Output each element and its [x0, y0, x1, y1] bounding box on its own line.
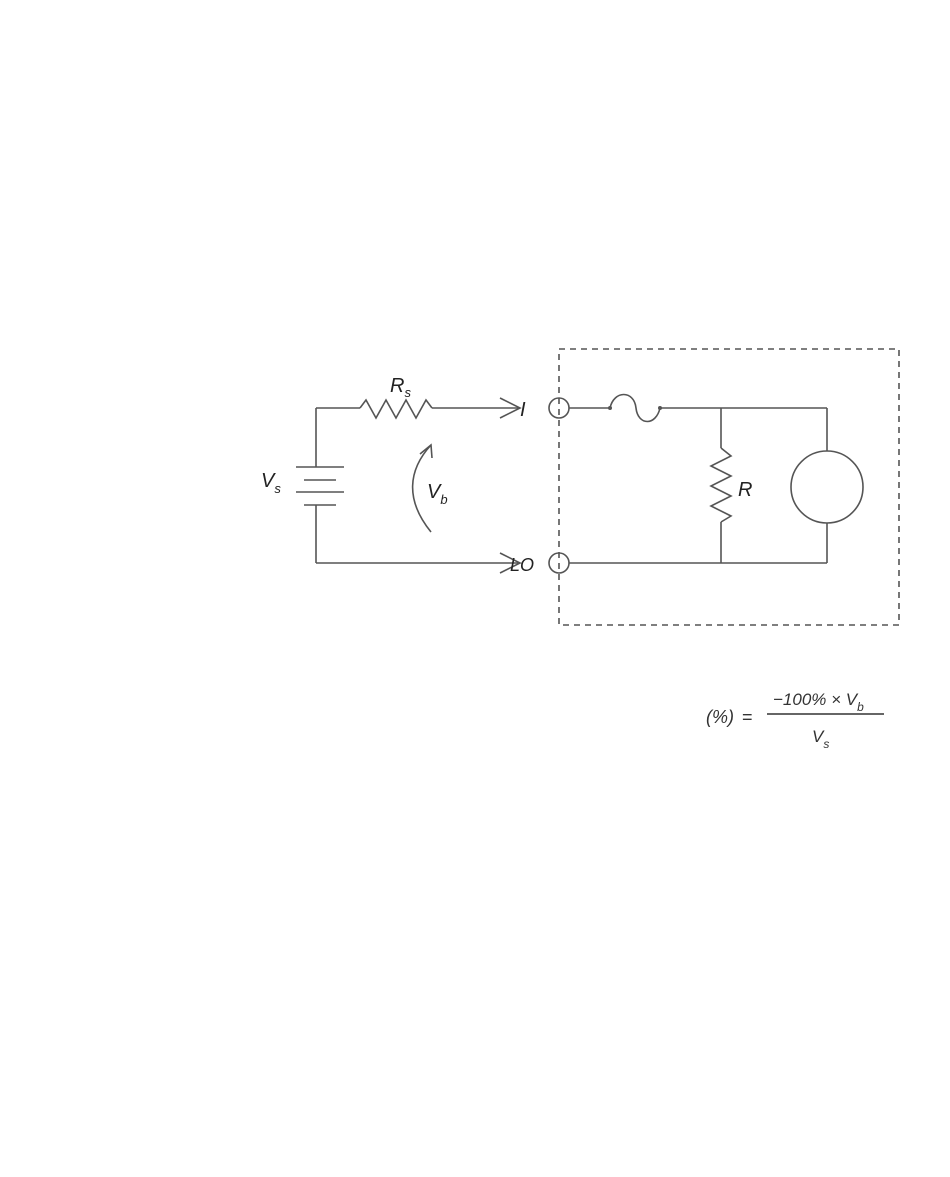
shunt-resistor-r	[711, 448, 731, 522]
label-rs: Rs	[390, 375, 411, 400]
equation-numerator-sub: b	[857, 700, 864, 714]
burden-percent-equation: (%) = −100% × Vb Vs	[706, 690, 884, 751]
label-shunt-r: R	[738, 479, 752, 501]
equation-denominator: Vs	[812, 727, 829, 751]
label-rs-sub: s	[404, 385, 411, 400]
meter-enclosure-dashed-box	[559, 349, 899, 625]
label-vb: Vb	[427, 481, 448, 507]
label-vs: Vs	[261, 470, 281, 496]
fuse-symbol	[610, 395, 660, 422]
equation-denominator-sub: s	[823, 737, 829, 751]
label-input-i: I	[520, 399, 526, 421]
meter-movement-circle	[791, 451, 863, 523]
equation-equals: =	[742, 707, 753, 727]
source-resistor-rs	[360, 400, 432, 418]
label-input-lo: LO	[510, 555, 534, 575]
label-vs-sub: s	[274, 481, 281, 496]
equation-numerator: −100% × Vb	[773, 690, 864, 714]
equation-lhs: (%)	[706, 707, 734, 727]
label-vb-sub: b	[440, 492, 447, 507]
battery-vs-symbol	[296, 467, 344, 505]
